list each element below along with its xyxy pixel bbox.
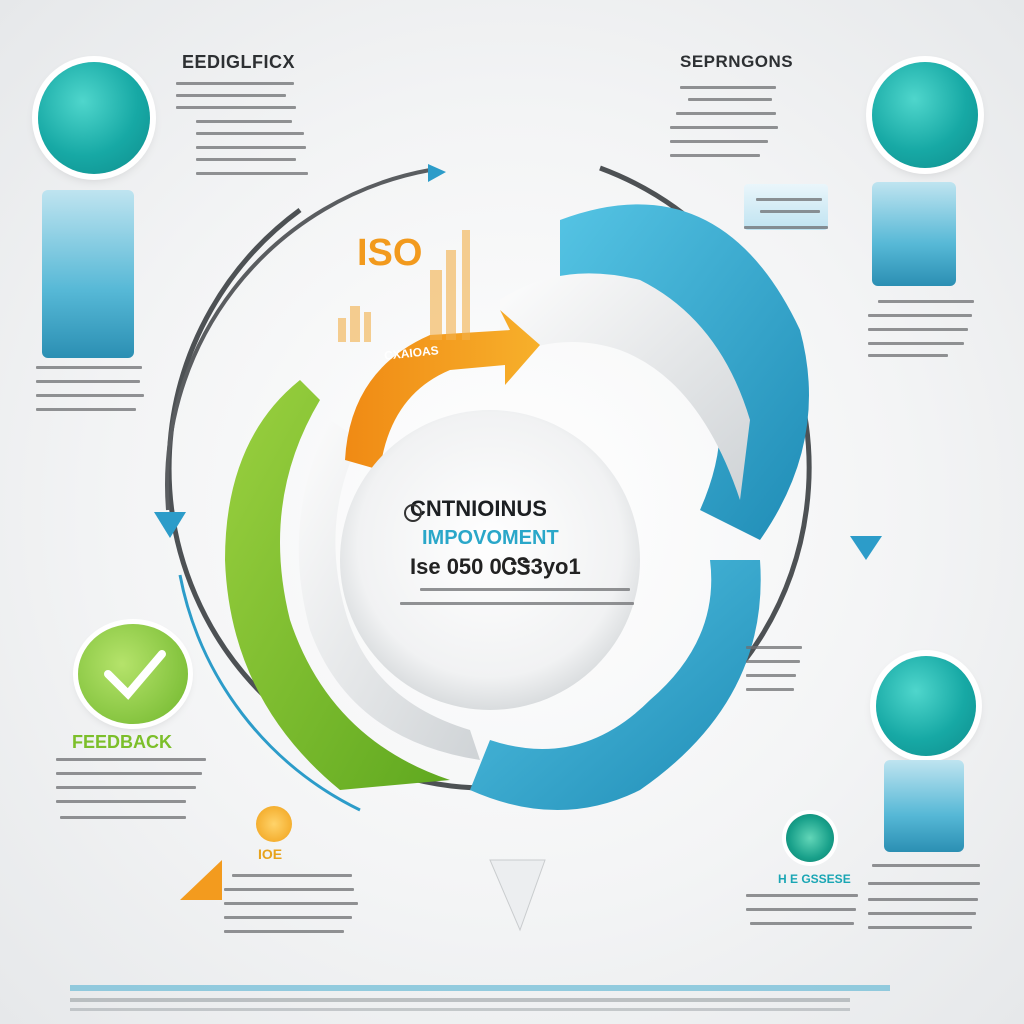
right-card bbox=[744, 184, 828, 230]
left-pedestal-icon bbox=[42, 190, 134, 358]
bottom-bar bbox=[70, 985, 890, 991]
right-middle-badge bbox=[876, 656, 976, 756]
orange-segment bbox=[345, 310, 540, 470]
top-right-heading: SEPRNGONS bbox=[680, 52, 794, 71]
bottom-left-small-label: IOE bbox=[258, 846, 283, 862]
bottom-bar-3 bbox=[70, 1008, 850, 1011]
outer-ring-left-arc bbox=[165, 168, 431, 511]
checkmark-icon bbox=[104, 650, 166, 700]
target-icon bbox=[786, 814, 834, 862]
top-left-heading: EEDIGLFICX bbox=[182, 52, 296, 72]
coin-icon bbox=[256, 806, 292, 842]
bottom-right-tab-label: H E GSSESE bbox=[778, 872, 851, 886]
registered-icon bbox=[404, 504, 422, 522]
white-fold bbox=[500, 273, 750, 500]
orange-flag bbox=[180, 860, 222, 900]
center-subtitle: IMPOVOMENT bbox=[422, 527, 559, 549]
center-disc bbox=[340, 410, 640, 710]
left-arrowhead bbox=[154, 512, 186, 538]
iso-label: ISO bbox=[357, 232, 423, 274]
city-silhouette bbox=[338, 230, 470, 342]
center-title: CNTNIOINUS bbox=[410, 496, 547, 521]
top-right-badge bbox=[872, 62, 978, 168]
blue-lower-segment bbox=[470, 560, 761, 810]
right-pedestal-icon bbox=[872, 182, 956, 286]
right-arrowhead bbox=[850, 536, 882, 560]
top-left-badge bbox=[38, 62, 150, 174]
grey-inner-band bbox=[298, 420, 480, 760]
bottom-pointer bbox=[489, 859, 546, 932]
feedback-label: FEEDBACK bbox=[72, 732, 173, 752]
top-arrowhead bbox=[428, 164, 446, 182]
left-lower-arc bbox=[178, 574, 361, 812]
green-segment bbox=[225, 380, 450, 790]
center-code: Ise 050 0ᏣᏕ3yo1 bbox=[410, 554, 581, 579]
right-lower-pedestal-icon bbox=[884, 760, 964, 852]
green-checkmark-badge bbox=[78, 624, 188, 724]
bottom-bar-2 bbox=[70, 998, 850, 1002]
